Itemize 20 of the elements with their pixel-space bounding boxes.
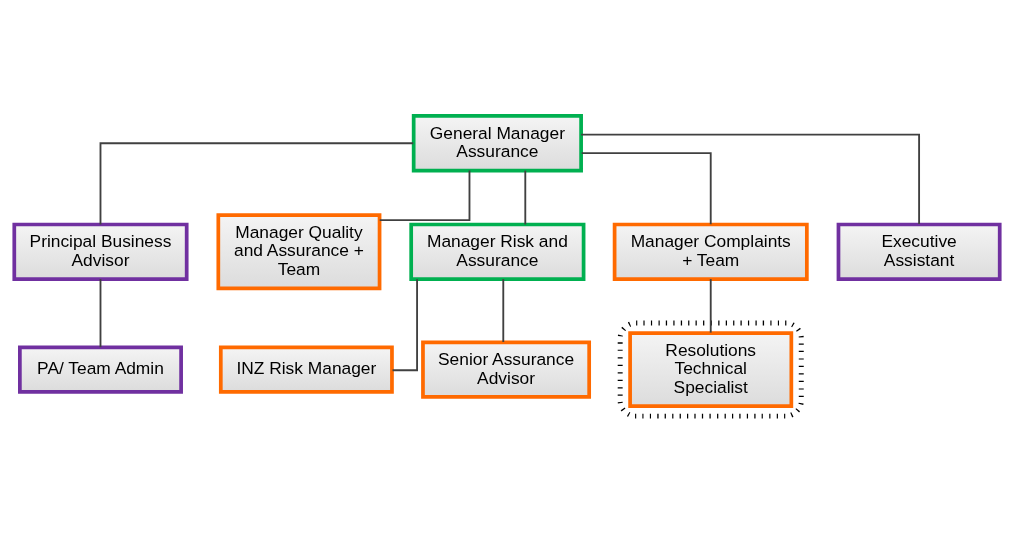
node-box: Executive Assistant: [836, 222, 1002, 281]
connector: [378, 169, 471, 221]
connector: [580, 133, 920, 225]
connector: [99, 141, 415, 225]
node-box: Manager Risk and Assurance: [409, 222, 586, 281]
connector: [580, 151, 712, 225]
node-box: Senior Assurance Advisor: [421, 339, 592, 399]
connector: [524, 169, 527, 225]
node-box: PA/ Team Admin: [18, 344, 183, 394]
node-box: Principal Business Advisor: [12, 222, 189, 281]
node-box: General Manager Assurance: [411, 113, 583, 172]
node-box: INZ Risk Manager: [218, 344, 394, 394]
connector: [99, 277, 102, 348]
node-box: Manager Complaints + Team: [612, 222, 809, 281]
connector: [502, 277, 505, 343]
cluster: [617, 320, 804, 419]
node-box: Resolutions Technical Specialist: [628, 330, 794, 408]
node-box: Manager Quality and Assurance + Team: [216, 212, 382, 290]
connector: [709, 277, 712, 334]
connector: [391, 277, 418, 371]
